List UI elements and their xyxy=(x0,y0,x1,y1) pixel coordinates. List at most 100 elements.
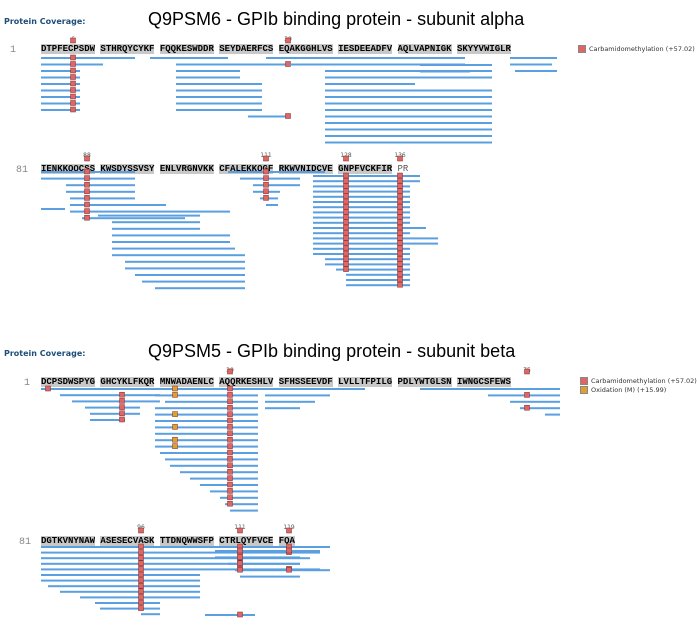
peptide-bar xyxy=(176,102,262,105)
peptide-bar xyxy=(72,400,160,403)
peptide-bar xyxy=(66,184,135,187)
peptide-bar xyxy=(176,96,262,98)
peptide-bar xyxy=(155,426,258,429)
peptide-bar xyxy=(248,115,290,118)
peptide-bar xyxy=(155,388,258,390)
carbamidomethyl-marker xyxy=(285,37,291,44)
carbamidomethyl-marker xyxy=(45,385,51,392)
peptide-bar xyxy=(420,388,560,390)
carbamidomethyl-marker xyxy=(227,449,233,456)
carbamidomethyl-marker xyxy=(343,193,349,200)
peptide-bar xyxy=(313,180,420,183)
peptide-bar xyxy=(313,211,410,214)
carbamidomethyl-marker xyxy=(227,385,233,392)
beta-row2-sequence: DGTKVNYNAW ASESECVASK TTDNQWWSFP CTRLQYF… xyxy=(41,536,295,546)
carbamidomethyl-marker xyxy=(138,582,144,589)
carbamidomethyl-marker xyxy=(263,188,269,195)
peptide-bar xyxy=(215,550,320,552)
carbamidomethyl-marker xyxy=(263,175,269,181)
carbamidomethyl-marker xyxy=(70,54,76,61)
peptide-bar xyxy=(325,258,410,261)
protein-coverage-label-beta: Protein Coverage: xyxy=(4,349,86,358)
peptide-bar xyxy=(240,177,300,180)
peptide-bar xyxy=(313,195,410,198)
carbamidomethyl-marker xyxy=(397,172,403,179)
carbamidomethyl-marker xyxy=(227,398,233,405)
peptide-bar xyxy=(510,400,560,403)
peptide-bar xyxy=(420,64,492,66)
carbamidomethyl-marker xyxy=(70,74,76,80)
carbamidomethyl-marker xyxy=(263,155,269,162)
carbamidomethyl-marker xyxy=(227,488,233,494)
carbamidomethyl-marker xyxy=(397,209,403,215)
carbamidomethyl-marker xyxy=(138,577,144,583)
peptide-bar xyxy=(90,419,125,421)
carbamidomethyl-marker xyxy=(138,605,144,611)
peptide-bar xyxy=(41,551,320,554)
carbamidomethyl-marker xyxy=(70,67,76,74)
carbamidomethyl-marker xyxy=(397,255,403,262)
peptide-bar xyxy=(176,70,240,72)
carbamidomethyl-marker xyxy=(70,80,76,87)
carbamidomethyl-marker xyxy=(227,481,233,488)
peptide-bar xyxy=(155,394,258,397)
peptide-bar xyxy=(155,287,245,290)
carbamidomethyl-marker xyxy=(70,61,76,67)
carbamidomethyl-marker xyxy=(70,87,76,93)
beta-marker-119: 119 xyxy=(283,524,295,531)
peptide-bar xyxy=(313,201,410,203)
peptide-bar xyxy=(325,96,492,98)
peptide-bar xyxy=(313,227,426,229)
carbamidomethyl-marker xyxy=(70,93,76,100)
carbamidomethyl-marker xyxy=(84,214,90,221)
carbamidomethyl-marker xyxy=(84,188,90,195)
carbamidomethyl-marker xyxy=(138,566,144,572)
carbamidomethyl-marker xyxy=(343,214,349,220)
peptide-bar xyxy=(325,122,492,124)
carbamidomethyl-marker xyxy=(397,281,403,288)
peptide-bar xyxy=(253,184,300,187)
peptide-bar xyxy=(325,135,492,137)
carbamidomethyl-marker xyxy=(343,266,349,272)
carbamidomethyl-marker xyxy=(286,547,292,554)
carbamidomethyl-marker xyxy=(343,229,349,236)
oxidation-marker xyxy=(172,411,178,417)
carbamidomethyl-marker xyxy=(343,235,349,241)
peptide-bar xyxy=(41,208,65,210)
peptide-bar xyxy=(41,574,200,576)
carbamidomethyl-marker xyxy=(119,404,125,410)
carbamidomethyl-square-icon xyxy=(578,45,586,53)
peptide-bar xyxy=(228,562,300,565)
peptide-bar xyxy=(141,613,160,616)
carbamidomethyl-marker xyxy=(227,424,233,430)
peptide-bar xyxy=(313,206,410,209)
carbamidomethyl-marker xyxy=(237,566,243,573)
peptide-bar xyxy=(266,204,278,206)
peptide-bar xyxy=(313,175,420,177)
peptide-bar xyxy=(70,197,135,200)
peptide-bar xyxy=(266,57,465,59)
carbamidomethyl-marker xyxy=(263,168,269,175)
peptide-bar xyxy=(325,141,492,144)
carbamidomethyl-marker xyxy=(343,240,349,246)
peptide-bar xyxy=(325,89,492,92)
carbamidomethyl-marker xyxy=(397,193,403,200)
peptide-bar xyxy=(85,406,140,409)
peptide-bar xyxy=(510,63,552,66)
peptide-bar xyxy=(228,171,325,173)
peptide-bar xyxy=(112,234,230,237)
peptide-bar xyxy=(90,412,140,415)
peptide-bar xyxy=(82,217,185,220)
peptide-bar xyxy=(112,247,235,250)
carbamidomethyl-marker xyxy=(138,527,144,534)
beta-row2-start: 81 xyxy=(19,537,32,548)
peptide-bar xyxy=(225,503,258,506)
peptide-bar xyxy=(165,400,258,403)
beta-row1-start: 1 xyxy=(24,378,31,389)
oxidation-marker xyxy=(172,424,178,430)
carbamidomethyl-marker xyxy=(227,494,233,501)
carbamidomethyl-marker xyxy=(237,611,243,618)
carbamidomethyl-marker xyxy=(138,549,144,555)
carbamidomethyl-marker xyxy=(343,183,349,189)
peptide-bar xyxy=(41,76,80,79)
